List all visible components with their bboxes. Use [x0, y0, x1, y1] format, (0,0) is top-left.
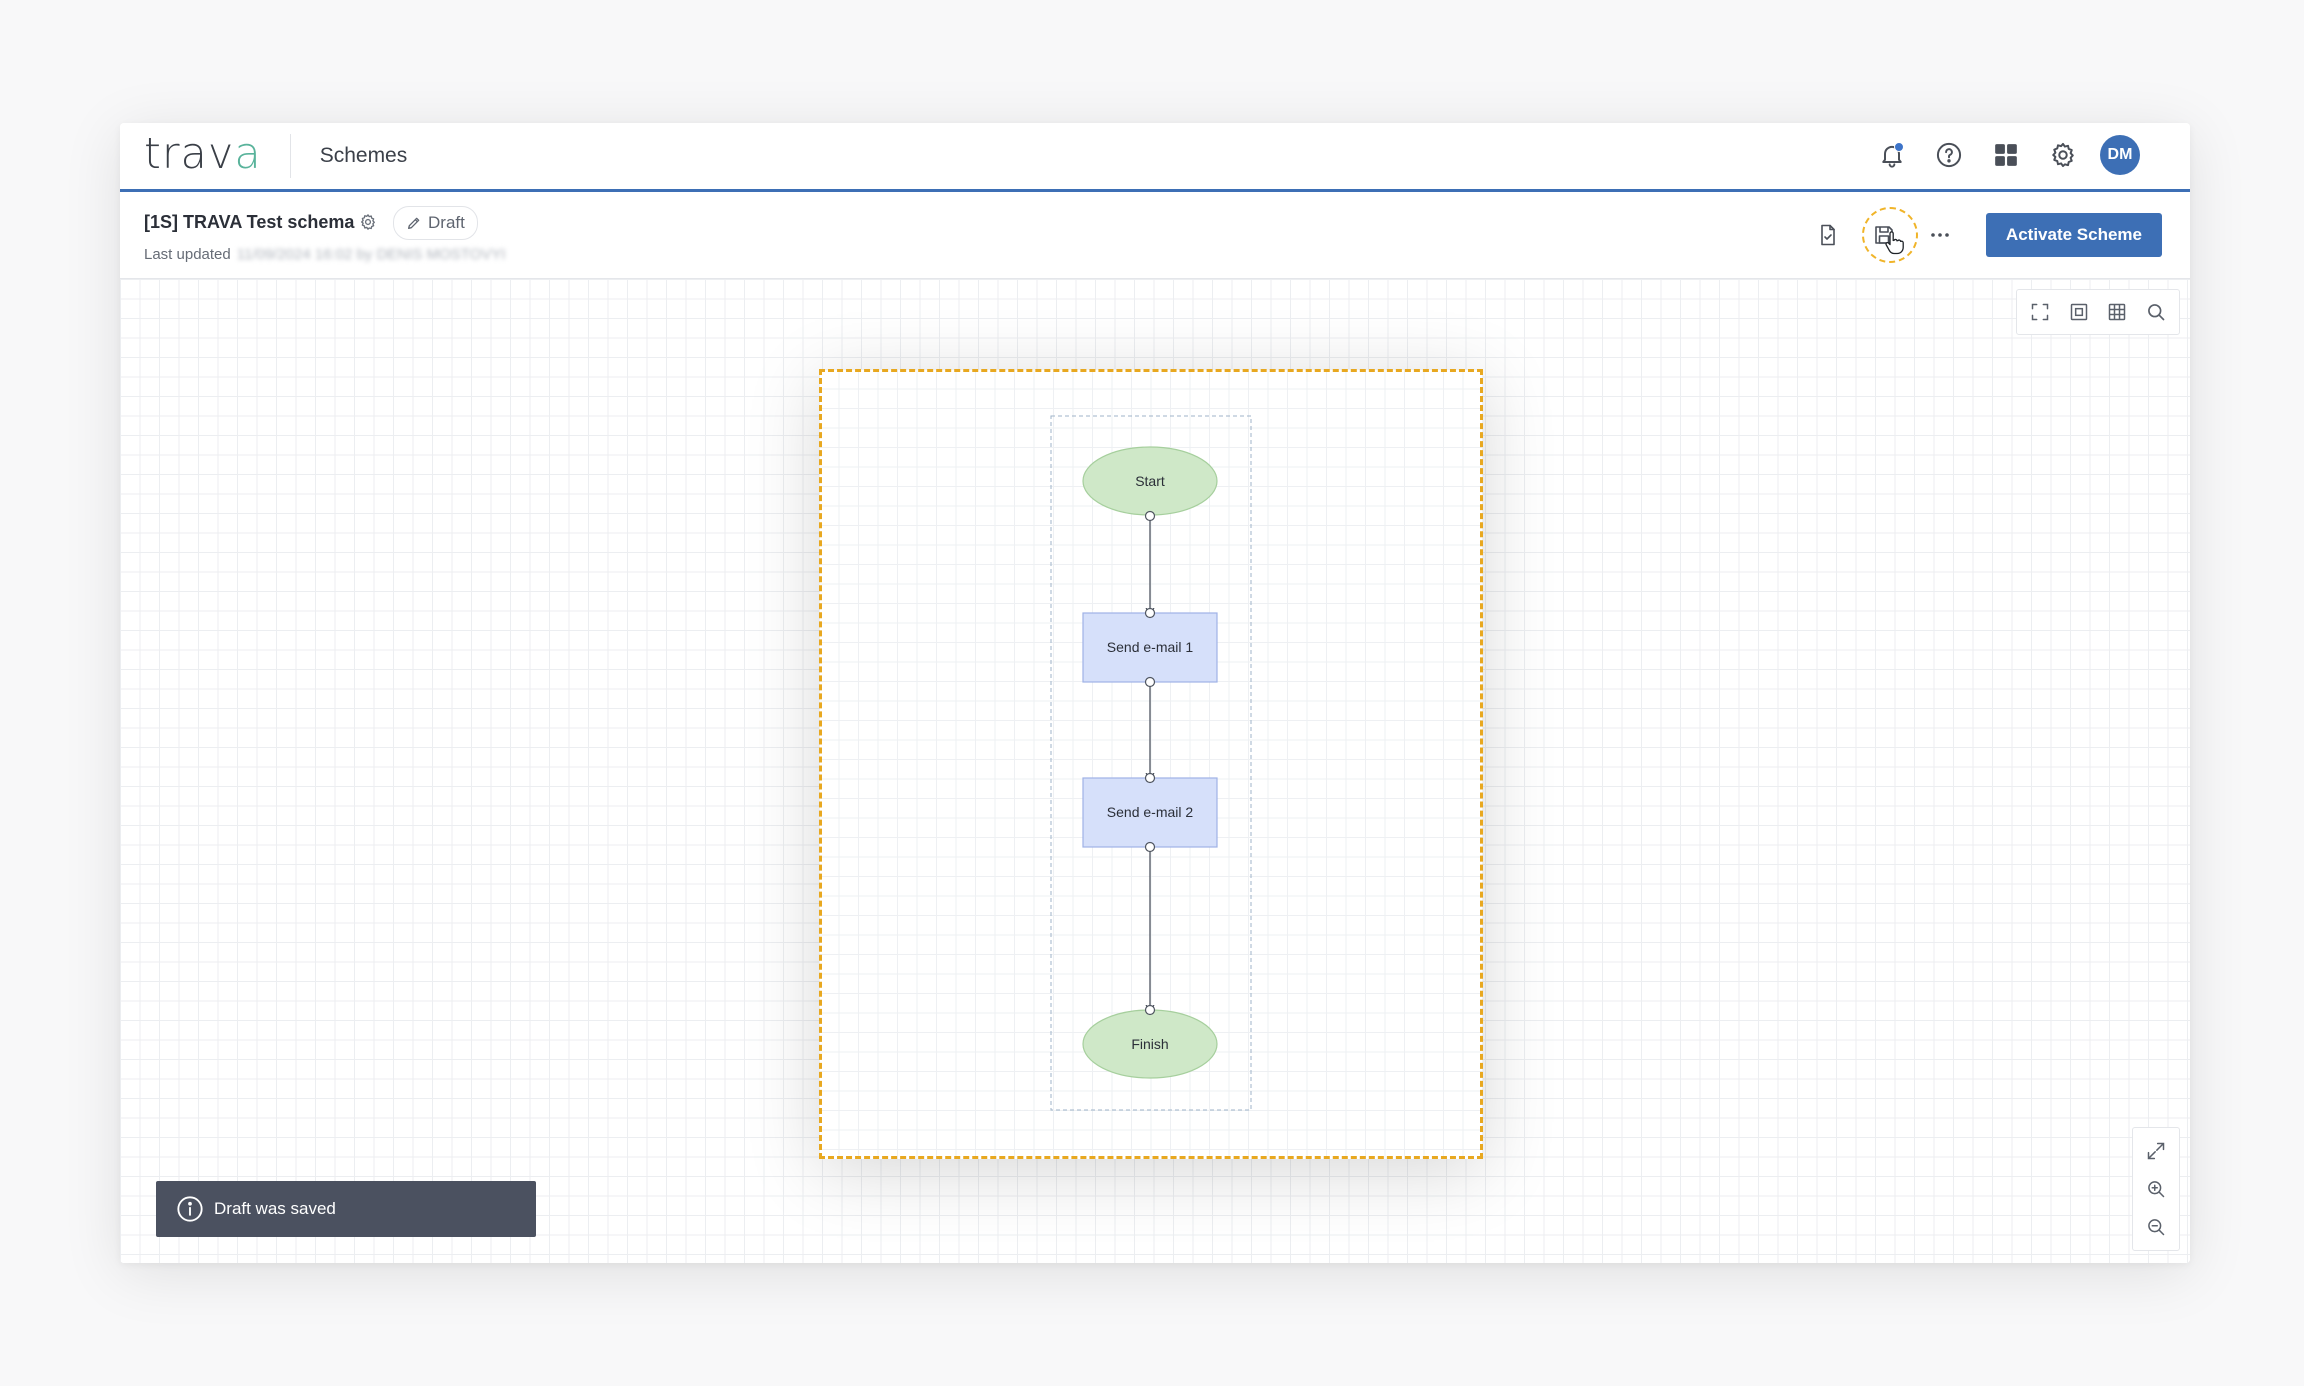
trava-logo[interactable]: trava [144, 128, 262, 179]
toast-notification: Draft was saved [156, 1181, 536, 1237]
bell-icon[interactable] [1872, 135, 1912, 175]
finish-node-label: Finish [1131, 1036, 1168, 1052]
port-email2-in[interactable] [1144, 772, 1156, 784]
last-updated-value: 11/09/2024 16:02 by DENIS MOSTOVYI [236, 246, 506, 263]
nav-icons: DM [1855, 135, 2140, 175]
save-draft-icon[interactable] [1861, 207, 1918, 263]
gear-icon[interactable] [2043, 135, 2083, 175]
scheme-header: [1S] TRAVA Test schema Draft Last update… [120, 192, 2190, 279]
send-email-1-label: Send e-mail 1 [1107, 639, 1194, 655]
draft-label: Draft [428, 213, 465, 232]
port-finish-in[interactable] [1144, 1004, 1156, 1016]
more-options-icon[interactable] [1920, 215, 1960, 255]
notification-dot [1894, 142, 1904, 152]
zoom-out-icon[interactable] [2140, 1211, 2172, 1243]
scheme-title: [1S] TRAVA Test schema [144, 212, 355, 232]
scheme-actions: Activate Scheme [1792, 207, 2162, 263]
port-email1-out[interactable] [1144, 676, 1156, 688]
pencil-icon [408, 217, 420, 229]
top-nav: trava Schemes [120, 123, 2190, 192]
last-updated-label: Last updated [144, 246, 231, 263]
zoom-in-icon[interactable] [2140, 1173, 2172, 1205]
port-email2-out[interactable] [1144, 841, 1156, 853]
send-email-2-node[interactable] [1082, 777, 1218, 848]
hand-cursor-icon [1885, 231, 1904, 255]
fullscreen-icon[interactable] [2024, 296, 2056, 328]
canvas-toolbar [2016, 289, 2180, 335]
flow-diagram: Start Send e-mail 1 Send e-mail 2 Finish [1050, 415, 1252, 1111]
page-frame: Start Send e-mail 1 Send e-mail 2 Finish [819, 369, 1483, 1159]
activate-scheme-button[interactable]: Activate Scheme [1985, 213, 2162, 257]
nav-divider [289, 134, 291, 178]
help-icon[interactable] [1929, 135, 1969, 175]
port-email1-in[interactable] [1144, 607, 1156, 619]
expand-icon[interactable] [2140, 1135, 2172, 1167]
send-email-1-node[interactable] [1082, 612, 1218, 683]
apps-grid-icon[interactable] [1986, 135, 2026, 175]
grid-icon[interactable] [2101, 296, 2133, 328]
click-highlight [1861, 207, 1918, 263]
avatar[interactable]: DM [2100, 135, 2140, 175]
section-title: Schemes [319, 144, 408, 167]
port-start-out[interactable] [1144, 510, 1156, 522]
scheme-canvas[interactable]: Start Send e-mail 1 Send e-mail 2 Finish [120, 279, 2190, 1263]
validate-document-icon[interactable] [1808, 215, 1848, 255]
flow-group-container [1050, 415, 1252, 1111]
fit-page-icon[interactable] [2063, 296, 2095, 328]
app-window: trava Schemes [120, 123, 2190, 1263]
info-icon [177, 1196, 203, 1222]
toast-message: Draft was saved [214, 1199, 336, 1218]
draft-status-button[interactable]: Draft [393, 206, 478, 240]
last-updated: Last updated 11/09/2024 16:02 by DENIS M… [144, 246, 506, 263]
send-email-2-label: Send e-mail 2 [1107, 804, 1194, 820]
start-node-label: Start [1135, 473, 1165, 489]
search-icon[interactable] [2140, 296, 2172, 328]
page-selection-border [819, 369, 1483, 1159]
scheme-settings-icon[interactable] [355, 209, 381, 235]
zoom-controls [2132, 1127, 2180, 1251]
